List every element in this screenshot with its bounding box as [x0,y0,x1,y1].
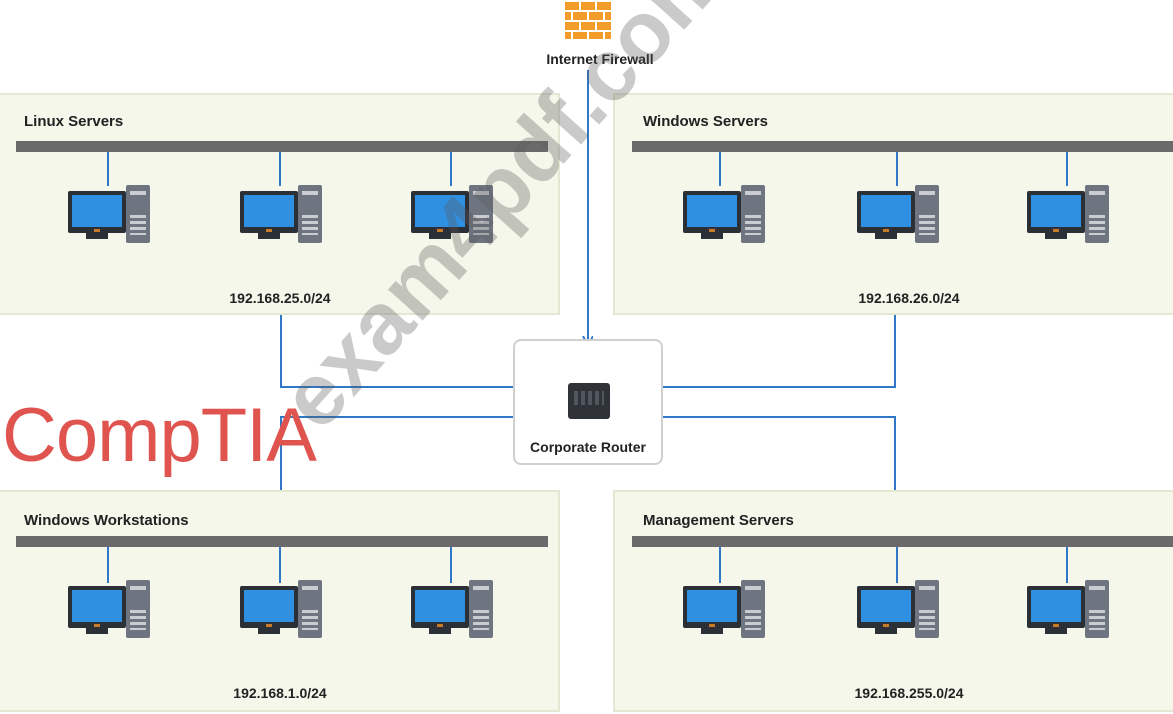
network-bus [16,536,548,547]
zone-title: Windows Servers [643,113,768,130]
zone-title: Management Servers [643,512,794,529]
subnet-label: 192.168.255.0/24 [854,685,964,701]
firewall-icon [563,0,613,40]
zone-management-servers: Management Servers 192.168.255.0/24 [613,490,1173,712]
firewall-label: Internet Firewall [546,51,654,67]
server-computer-icon [411,185,493,247]
workstation-computer-icon [68,580,150,642]
zone-windows-servers: Windows Servers 192.168.26.0/24 [613,93,1173,315]
server-computer-icon [857,580,939,642]
bus-drop [450,152,452,186]
network-bus [632,536,1173,547]
router-label: Corporate Router [530,439,646,455]
bus-drop [107,152,109,186]
bus-drop [279,152,281,186]
link-management-router [624,417,896,490]
subnet-label: 192.168.26.0/24 [858,290,960,306]
subnet-label: 192.168.25.0/24 [229,290,331,306]
subnet-label: 192.168.1.0/24 [233,685,327,701]
server-computer-icon [683,580,765,642]
bus-drop [450,547,452,583]
network-bus [632,141,1173,152]
corporate-router: Corporate Router [513,339,663,465]
bus-drop [719,547,721,583]
link-windows-servers-router [624,315,896,387]
link-linux-router [280,315,555,387]
zone-windows-workstations: Windows Workstations 192.168.1.0/24 [0,490,560,712]
network-bus [16,141,548,152]
link-workstations-router [280,417,555,490]
bus-drop [1066,547,1068,583]
zone-title: Linux Servers [24,113,124,130]
bus-drop [1066,152,1068,186]
server-computer-icon [240,185,322,247]
server-computer-icon [1027,185,1109,247]
workstation-computer-icon [411,580,493,642]
comptia-logo: CompTIA [2,393,317,478]
router-icon [568,383,610,419]
bus-drop [279,547,281,583]
bus-drop [896,547,898,583]
bus-drop [896,152,898,186]
server-computer-icon [857,185,939,247]
server-computer-icon [683,185,765,247]
bus-drop [107,547,109,583]
zone-title: Windows Workstations [24,512,189,529]
bus-drop [719,152,721,186]
server-computer-icon [68,185,150,247]
server-computer-icon [1027,580,1109,642]
workstation-computer-icon [240,580,322,642]
zone-linux-servers: Linux Servers 192.168.25.0/24 [0,93,560,315]
